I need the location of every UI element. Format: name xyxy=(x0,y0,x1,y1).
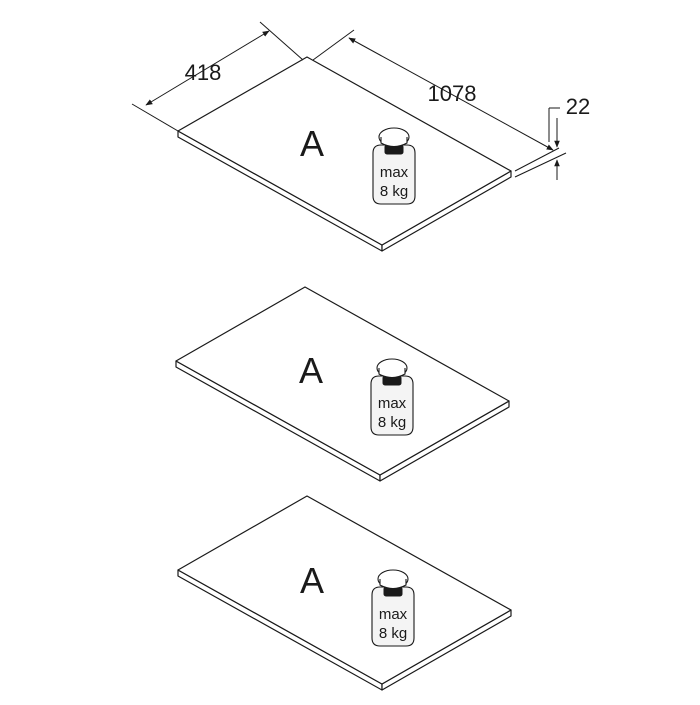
shelf-top-face xyxy=(175,286,510,476)
shelf-top-face xyxy=(177,495,512,685)
depth-dimension: 418 xyxy=(131,21,304,132)
weight-icon: max 8 kg xyxy=(372,127,416,205)
weight-limit-line1: max xyxy=(380,164,409,181)
shelf-label: A xyxy=(299,350,323,391)
width-dimension: 1078 xyxy=(312,29,560,172)
shelf-panel-2: A max 8 kg xyxy=(175,286,510,482)
thickness-dimension: 22 xyxy=(514,94,590,180)
width-value: 1078 xyxy=(428,81,477,106)
weight-limit-line2: 8 kg xyxy=(379,625,407,642)
weight-limit-line1: max xyxy=(378,395,407,412)
weight-limit-line2: 8 kg xyxy=(378,414,406,431)
weight-icon: max 8 kg xyxy=(371,569,415,647)
weight-limit-line1: max xyxy=(379,606,408,623)
shelf-label: A xyxy=(300,560,324,601)
shelf-label: A xyxy=(300,123,324,164)
thickness-value: 22 xyxy=(566,94,590,119)
weight-limit-line2: 8 kg xyxy=(380,183,408,200)
shelf-panel-3: A max 8 kg xyxy=(177,495,512,691)
depth-value: 418 xyxy=(185,60,222,85)
weight-icon: max 8 kg xyxy=(370,358,414,436)
